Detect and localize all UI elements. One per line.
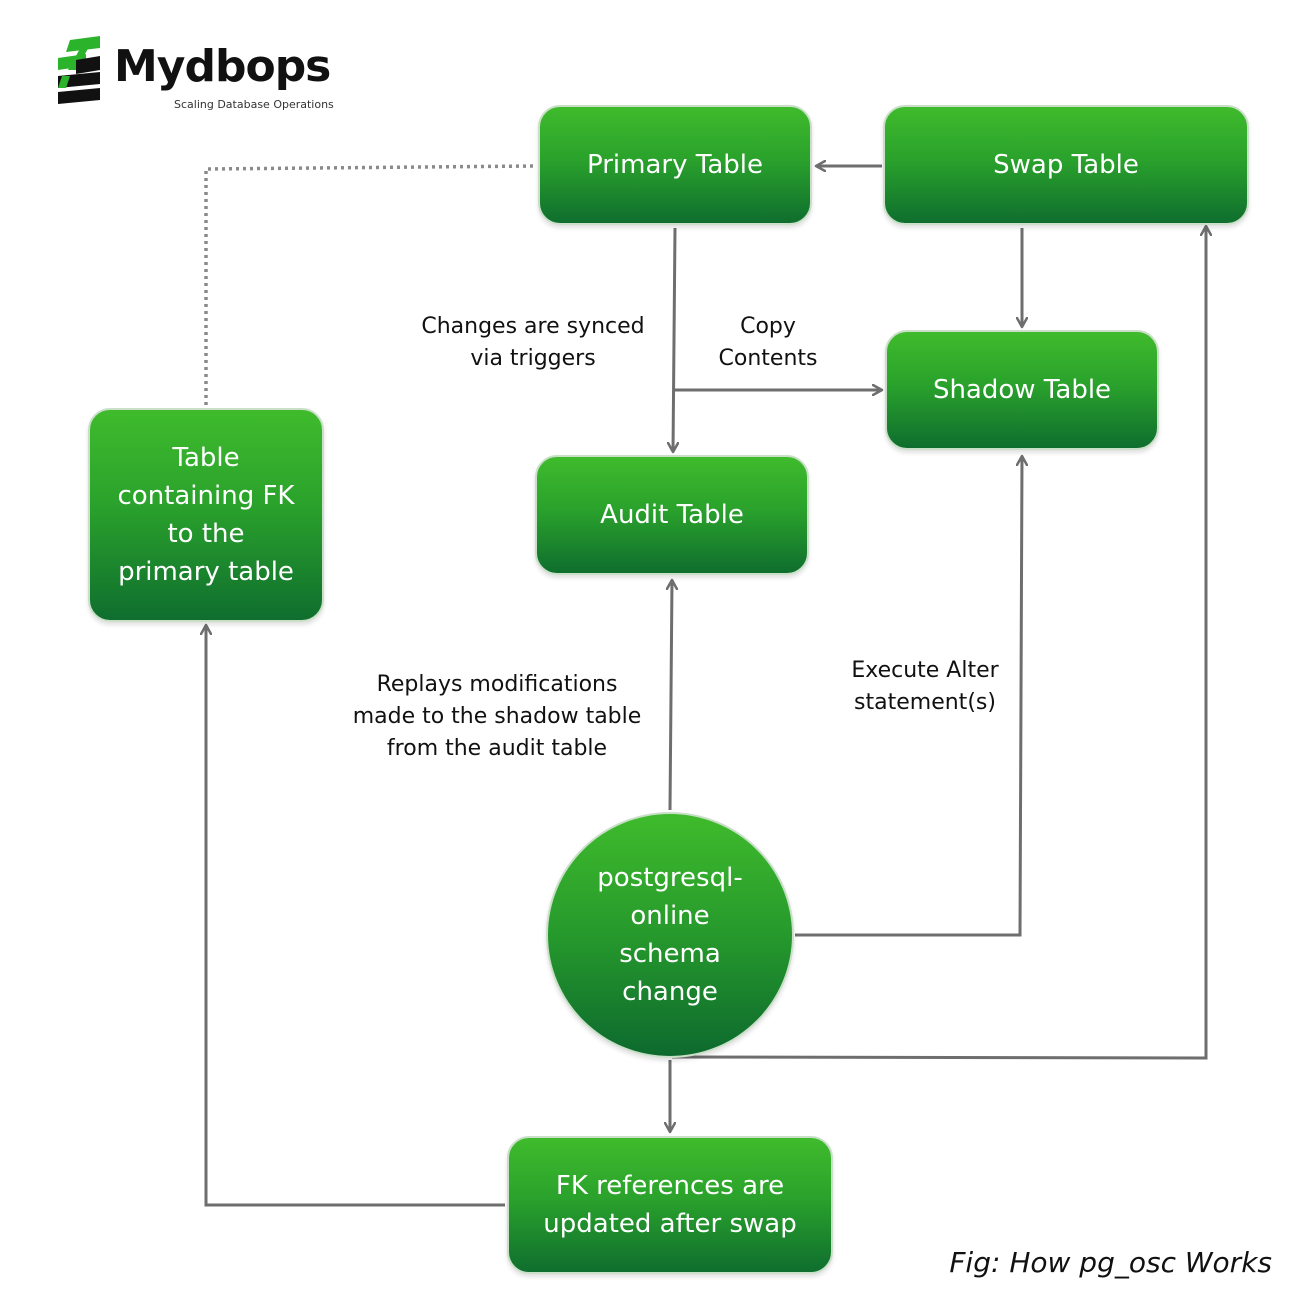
label-synced-via-triggers: Changes are synced via triggers: [421, 314, 645, 371]
node-primary-table-label: Primary Table: [587, 150, 763, 180]
label-copy-contents: Copy Contents: [718, 314, 818, 371]
connector-pgosc-to-swap: [671, 226, 1206, 1060]
node-primary-table: Primary Table: [538, 105, 812, 225]
node-pg-osc-line-1: postgresql-: [597, 863, 743, 893]
node-swap-table: Swap Table: [883, 105, 1249, 225]
node-swap-table-label: Swap Table: [993, 150, 1139, 180]
node-fk-table-line-1: Table: [172, 443, 240, 473]
node-pg-osc-line-3: schema: [619, 939, 721, 969]
node-pg-osc-line-4: change: [622, 977, 718, 1007]
stacked-stripes-database-icon: [58, 36, 100, 104]
connector-fk-updated-to-fk-table: [206, 625, 505, 1207]
node-audit-table: Audit Table: [535, 455, 809, 575]
label-execute-alter: Execute Alter statement(s): [851, 658, 999, 715]
node-fk-table: Table containing FK to the primary table: [88, 408, 324, 622]
figure-caption: Fig: How pg_osc Works: [949, 1246, 1272, 1279]
node-fk-table-line-4: primary table: [118, 557, 294, 587]
node-fk-table-line-3: to the: [167, 519, 245, 549]
node-fk-updated: FK references are updated after swap: [507, 1136, 833, 1274]
brand-name: Mydbops: [114, 41, 331, 92]
label-replays-modifications: Replays modifications made to the shadow…: [352, 672, 642, 761]
node-shadow-table-label: Shadow Table: [932, 375, 1112, 405]
node-fk-updated-line-1: FK references are: [555, 1171, 785, 1201]
node-audit-table-label: Audit Table: [600, 500, 744, 530]
node-fk-table-line-2: containing FK: [117, 481, 295, 511]
connector-pgosc-to-audit: [670, 580, 672, 811]
node-pg-osc: postgresql- online schema change: [546, 812, 794, 1058]
node-fk-updated-line-2: updated after swap: [543, 1209, 797, 1239]
node-pg-osc-line-2: online: [630, 901, 710, 931]
brand-logo: Mydbops Scaling Database Operations: [56, 36, 356, 116]
connector-primary-to-audit: [673, 227, 675, 452]
connector-fk-to-primary-dotted: [204, 164, 534, 405]
brand-tagline: Scaling Database Operations: [174, 98, 334, 111]
node-shadow-table: Shadow Table: [885, 330, 1159, 450]
connector-pgosc-to-shadow: [795, 456, 1022, 937]
